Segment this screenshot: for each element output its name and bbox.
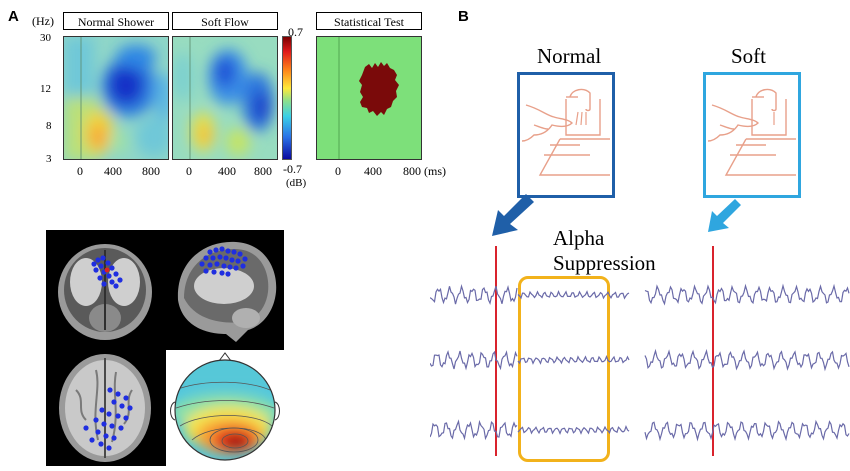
eeg-trace-row-1-segment-2: [517, 289, 630, 300]
sagittal-mri-slice: [166, 230, 284, 348]
scalp-topography: [166, 350, 284, 466]
suppression-label: Suppression: [553, 251, 656, 275]
alpha-label: Alpha: [553, 226, 605, 250]
x-tick-map1-400: 400: [104, 164, 122, 178]
x-tick-map2-800: 800: [254, 164, 272, 178]
eeg-trace-row-2-segment-1: [430, 349, 518, 371]
x-tick-map1-800: 800: [142, 164, 160, 178]
normal-faucet-illustration: [517, 72, 615, 198]
normal-shower-title: Normal Shower: [63, 12, 169, 30]
panel-letter-a: A: [8, 8, 19, 25]
y-tick-30: 30: [40, 32, 51, 44]
statistical-test-map: [316, 36, 422, 160]
x-tick-map3-800: 800: [403, 164, 421, 178]
significant-cluster: [359, 62, 399, 116]
normal-shower-heatmap: [63, 36, 169, 160]
normal-arrow-icon: [492, 194, 534, 236]
eeg-trace-row-2-segment-2: [517, 354, 630, 365]
soft-arrow-icon: [708, 199, 741, 232]
x-tick-map2-400: 400: [218, 164, 236, 178]
brain-imaging-block: [46, 230, 284, 466]
x-tick-map1-0: 0: [77, 164, 83, 178]
statistical-test-title: Statistical Test: [316, 12, 422, 30]
eeg-trace-row-3-segment-1: [430, 419, 518, 441]
hz-unit-label: (Hz): [32, 14, 54, 28]
x-tick-map3-0: 0: [335, 164, 341, 178]
x-tick-map2-0: 0: [186, 164, 192, 178]
ms-unit-label: (ms): [424, 164, 446, 178]
eeg-trace-row-3-segment-2: [517, 424, 630, 436]
eeg-trace-row-3-segment-3: [644, 419, 850, 442]
colorbar-max: 0.7: [288, 25, 303, 39]
x-tick-map3-400: 400: [364, 164, 382, 178]
soft-faucet-illustration: [703, 72, 801, 198]
y-tick-8: 8: [46, 120, 52, 132]
soft-flow-title: Soft Flow: [172, 12, 278, 30]
eeg-trace-row-2-segment-3: [644, 348, 850, 372]
eeg-trace-row-1-segment-3: [644, 283, 850, 306]
soft-flow-heatmap: [172, 36, 278, 160]
colorbar-min: -0.7: [283, 162, 302, 176]
coronal-mri-slice: [46, 230, 164, 348]
soft-stimulus-line: [712, 246, 714, 456]
normal-stimulus-line: [495, 246, 497, 456]
colorbar-unit: (dB): [286, 177, 307, 189]
normal-condition-label: Normal: [537, 44, 602, 68]
colorbar: [282, 36, 292, 160]
axial-mri-slice: [46, 350, 164, 466]
eeg-traces: [430, 283, 850, 442]
eeg-trace-row-1-segment-1: [430, 283, 518, 306]
y-tick-12: 12: [40, 83, 51, 95]
soft-condition-label: Soft: [731, 44, 767, 68]
panel-letter-b: B: [458, 8, 469, 25]
y-tick-3: 3: [46, 153, 52, 165]
alpha-suppression-highlight: [518, 276, 610, 462]
